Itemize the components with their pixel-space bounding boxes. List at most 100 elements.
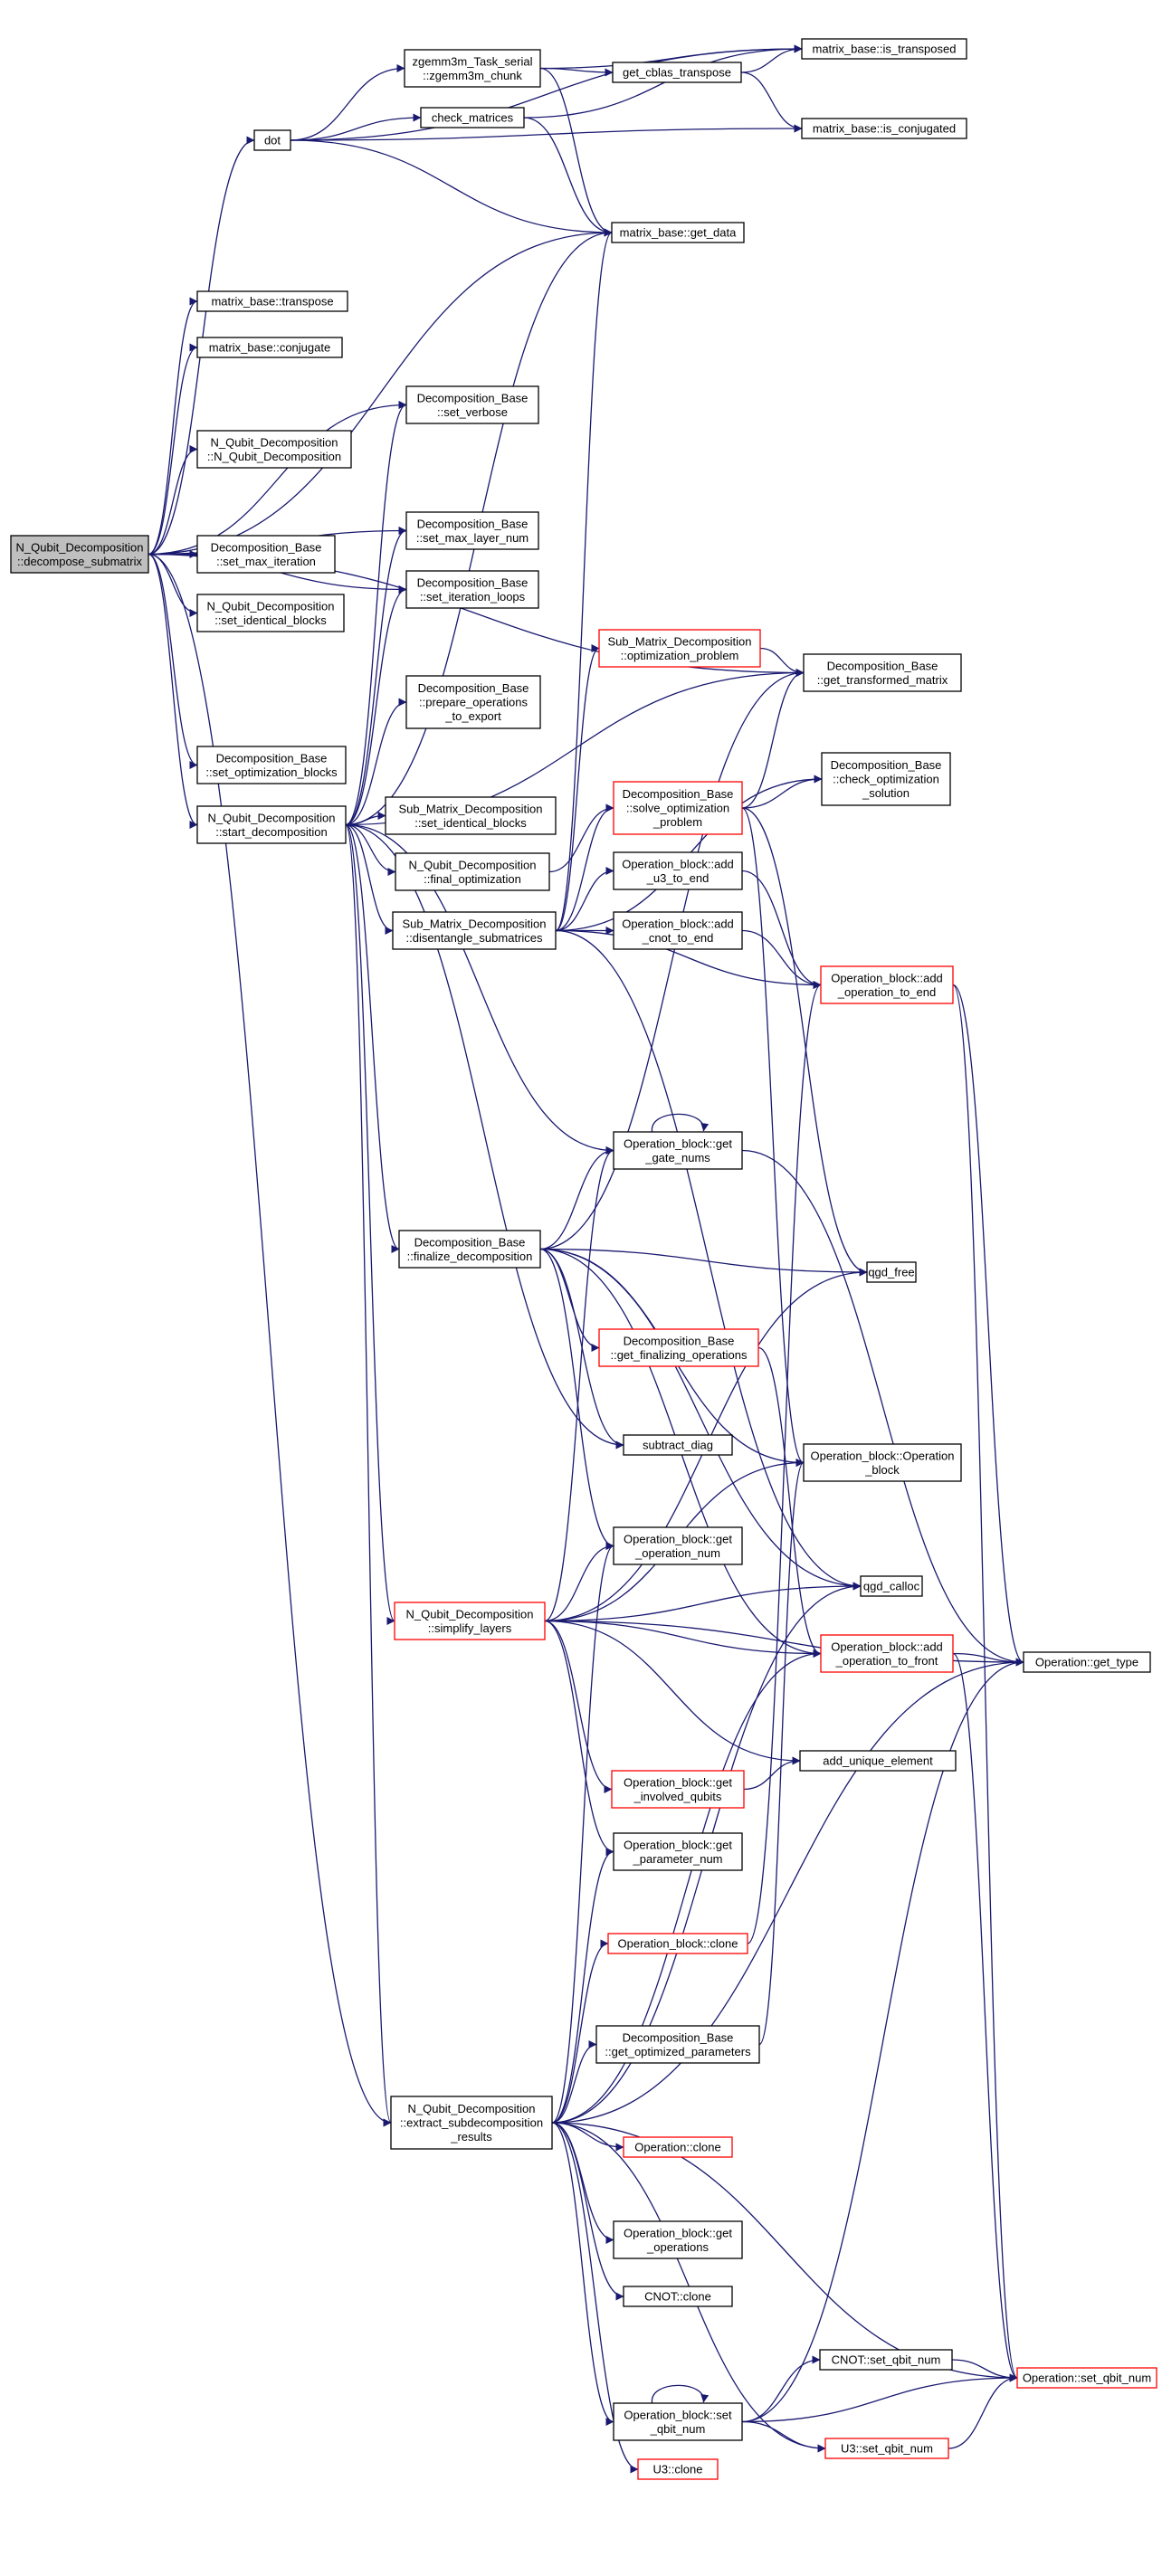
node-label-line: ::decompose_submatrix: [17, 555, 143, 568]
node-box: [623, 2136, 733, 2158]
node-opt-problem[interactable]: Sub_Matrix_Decomposition::optimization_p…: [598, 629, 761, 668]
node-add-op-front[interactable]: Operation_block::add_operation_to_front: [820, 1634, 954, 1673]
node-label-line: ::disentangle_submatrices: [405, 931, 543, 945]
node-box: [196, 290, 348, 312]
node-opblock-clone[interactable]: Operation_block::clone: [607, 1933, 748, 1954]
node-set-iter-loops[interactable]: Decomposition_Base::set_iteration_loops: [405, 570, 539, 609]
edge-start-decomp-to-disentangle: [345, 823, 394, 935]
node-set-ident-nqd[interactable]: N_Qubit_Decomposition::set_identical_blo…: [196, 594, 345, 632]
edge-finalize-to-get-finalizing: [539, 1248, 600, 1352]
node-involved-qubits[interactable]: Operation_block::get_involved_qubits: [611, 1770, 745, 1809]
node-get-data[interactable]: matrix_base::get_data: [611, 222, 745, 243]
node-cnot-clone[interactable]: CNOT::clone: [623, 2286, 733, 2307]
node-qgd-free[interactable]: qgd_free: [866, 1261, 917, 1283]
node-box: [420, 107, 525, 128]
node-opblock-set-qbit[interactable]: Operation_block::set_qbit_num: [613, 2402, 743, 2441]
node-set-ident-smd[interactable]: Sub_Matrix_Decomposition::set_identical_…: [385, 796, 557, 835]
node-simplify[interactable]: N_Qubit_Decomposition::simplify_layers: [394, 1602, 546, 1640]
edge-extract-to-u3-set-qbit: [551, 2122, 826, 2453]
node-add-cnot[interactable]: Operation_block::add_cnot_to_end: [613, 911, 743, 950]
node-box: [253, 129, 291, 151]
node-solve-opt[interactable]: Decomposition_Base::solve_optimization_p…: [613, 781, 743, 835]
node-label-line: matrix_base::conjugate: [209, 341, 330, 355]
node-u3-clone[interactable]: U3::clone: [637, 2458, 719, 2480]
edge-opblock-clone-to-add-op-end: [747, 981, 822, 1944]
node-conjugate[interactable]: matrix_base::conjugate: [196, 337, 343, 358]
node-label-line: N_Qubit_Decomposition: [208, 811, 336, 824]
edge-check-mat-to-get-data: [523, 117, 613, 237]
node-label-line: ::optimization_problem: [621, 649, 739, 662]
node-opblock-ctor[interactable]: Operation_block::Operation_block: [803, 1443, 962, 1482]
node-check-opt[interactable]: Decomposition_Base::check_optimization_s…: [821, 752, 951, 806]
node-start-decomp[interactable]: N_Qubit_Decomposition::start_decompositi…: [196, 805, 347, 844]
node-box: [860, 1575, 923, 1597]
node-op-set-qbit[interactable]: Operation::set_qbit_num: [1016, 2367, 1157, 2389]
node-root[interactable]: N_Qubit_Decomposition::decompose_submatr…: [10, 535, 149, 574]
node-get-gate-nums[interactable]: Operation_block::get_gate_nums: [613, 1131, 743, 1170]
node-is-conjugated[interactable]: matrix_base::is_conjugated: [801, 118, 967, 139]
node-box: [820, 965, 954, 1004]
node-disentangle[interactable]: Sub_Matrix_Decomposition::disentangle_su…: [392, 911, 557, 950]
node-subtract-diag[interactable]: subtract_diag: [623, 1434, 733, 1456]
node-get-opt-params[interactable]: Decomposition_Base::get_optimized_parame…: [595, 2025, 760, 2064]
node-label-line: subtract_diag: [643, 1439, 713, 1452]
node-get-type[interactable]: Operation::get_type: [1023, 1651, 1151, 1673]
node-label-line: Operation_block::set: [624, 2408, 732, 2421]
node-add-u3[interactable]: Operation_block::add_u3_to_end: [613, 851, 743, 890]
edge-finalize-to-get-gate-nums: [539, 1146, 614, 1250]
edge-finalize-to-qgd-calloc: [539, 1248, 862, 1591]
node-label-line: _block: [864, 1463, 900, 1477]
node-get-finalizing[interactable]: Decomposition_Base::get_finalizing_opera…: [598, 1328, 759, 1367]
node-label-line: zgemm3m_Task_serial: [413, 54, 533, 68]
edge-opt-problem-to-get-transformed: [759, 647, 805, 677]
node-label-line: N_Qubit_Decomposition: [207, 599, 335, 613]
edge-solve-opt-to-check-opt: [741, 775, 823, 809]
node-get-operations[interactable]: Operation_block::get_operations: [613, 2220, 743, 2259]
node-get-param-num[interactable]: Operation_block::get_parameter_num: [613, 1832, 743, 1871]
node-get-cblas[interactable]: get_cblas_transpose: [612, 62, 742, 83]
edge-extract-to-get-type: [551, 1658, 1024, 2124]
node-is-transposed[interactable]: matrix_base::is_transposed: [801, 38, 967, 60]
node-get-op-num[interactable]: Operation_block::get_operation_num: [613, 1526, 743, 1565]
node-get-transformed[interactable]: Decomposition_Base::get_transformed_matr…: [803, 653, 962, 692]
node-set-max-iter[interactable]: Decomposition_Base::set_max_iteration: [196, 535, 336, 574]
edge-opblock-set-qbit-to-op-set-qbit: [741, 2373, 1018, 2423]
node-label-line: Sub_Matrix_Decomposition: [608, 634, 752, 648]
node-cnot-set-qbit[interactable]: CNOT::set_qbit_num: [819, 2349, 953, 2371]
node-prepare-ops[interactable]: Decomposition_Base::prepare_operations_t…: [405, 675, 541, 729]
node-label-line: _operation_to_end: [837, 985, 936, 999]
node-check-mat[interactable]: check_matrices: [420, 107, 525, 128]
node-label-line: ::set_verbose: [437, 405, 508, 419]
edge-opblock-set-qbit-to-opblock-set-qbit: [651, 2384, 710, 2404]
node-box: [405, 511, 539, 550]
node-set-opt-blocks[interactable]: Decomposition_Base::set_optimization_blo…: [196, 746, 347, 784]
node-final-opt[interactable]: N_Qubit_Decomposition::final_optimizatio…: [395, 852, 550, 891]
node-transpose[interactable]: matrix_base::transpose: [196, 290, 348, 312]
node-label-line: matrix_base::is_conjugated: [813, 122, 956, 136]
node-add-unique[interactable]: add_unique_element: [799, 1750, 957, 1772]
node-nqd-ctor[interactable]: N_Qubit_Decomposition::N_Qubit_Decomposi…: [196, 430, 352, 469]
edge-start-decomp-to-extract: [345, 823, 392, 2127]
node-add-op-end[interactable]: Operation_block::add_operation_to_end: [820, 965, 954, 1004]
node-dot[interactable]: dot: [253, 129, 291, 151]
node-label-line: Operation::clone: [634, 2141, 720, 2154]
node-finalize[interactable]: Decomposition_Base::finalize_decompositi…: [398, 1230, 541, 1269]
node-u3-set-qbit[interactable]: U3::set_qbit_num: [824, 2438, 949, 2459]
edge-extract-to-get-opt-params: [551, 2040, 597, 2124]
edge-simplify-to-add-op-front: [544, 1620, 822, 1658]
node-label-line: Decomposition_Base: [831, 758, 942, 772]
node-set-verbose[interactable]: Decomposition_Base::set_verbose: [405, 385, 539, 424]
node-label-line: Decomposition_Base: [623, 787, 734, 801]
edge-get-gate-nums-to-get-gate-nums: [651, 1113, 710, 1133]
node-box: [613, 1526, 743, 1565]
node-extract[interactable]: N_Qubit_Decomposition::extract_subdecomp…: [390, 2096, 553, 2150]
node-op-clone[interactable]: Operation::clone: [623, 2136, 733, 2158]
node-box: [395, 852, 550, 891]
node-box: [801, 38, 967, 60]
node-box: [613, 781, 743, 835]
node-qgd-calloc[interactable]: qgd_calloc: [860, 1575, 923, 1597]
node-label-line: U3::clone: [653, 2463, 703, 2476]
node-set-max-layer[interactable]: Decomposition_Base::set_max_layer_num: [405, 511, 539, 550]
node-zgemm[interactable]: zgemm3m_Task_serial::zgemm3m_chunk: [404, 49, 541, 88]
edge-root-to-transpose: [148, 297, 198, 556]
